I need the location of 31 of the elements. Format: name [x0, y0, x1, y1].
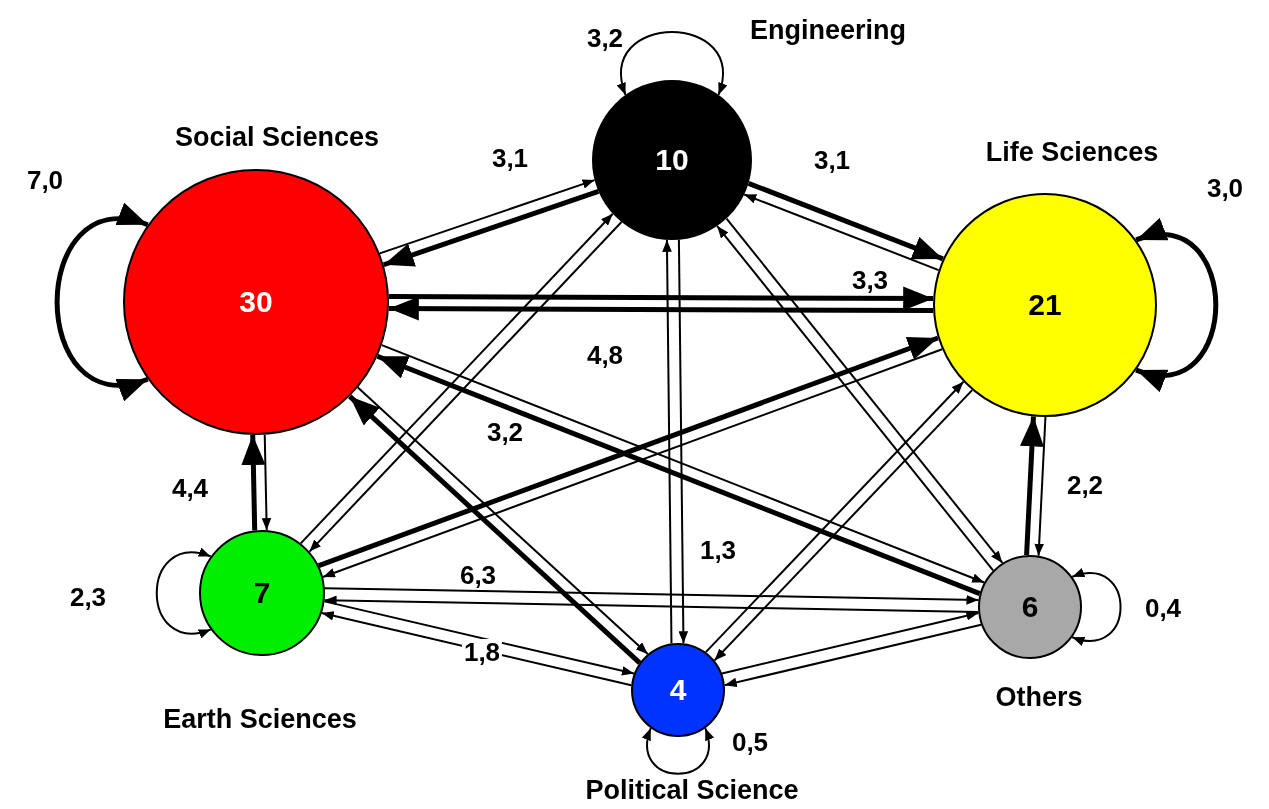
node-value: 30 — [239, 287, 273, 317]
arrow — [1034, 416, 1047, 557]
node-value: 6 — [1021, 592, 1039, 622]
self-loop-arrow — [1135, 221, 1219, 389]
arrow — [743, 193, 940, 272]
arrow — [241, 434, 266, 531]
arrow — [721, 611, 980, 675]
node-value: 4 — [669, 675, 687, 705]
self-loop-arrow — [155, 548, 212, 638]
node-label: Engineering — [750, 16, 906, 44]
arrow — [747, 180, 944, 262]
node-label: Earth Sciences — [163, 705, 357, 733]
self-loop-arrow — [54, 206, 149, 398]
node-label: Social Sciences — [174, 123, 380, 151]
node-label: Political Science — [585, 776, 799, 804]
arrow — [388, 286, 934, 311]
node-value: 10 — [655, 145, 689, 175]
arrow — [388, 296, 934, 321]
self-loop-arrow — [1071, 569, 1122, 645]
self-loop-arrow — [643, 727, 713, 775]
arrow — [261, 433, 272, 532]
node-value: 7 — [253, 578, 271, 608]
edge-label: 1,8 — [461, 639, 503, 665]
node-label: Life Sciences — [985, 138, 1159, 166]
arrow — [382, 189, 600, 268]
node-label: Others — [995, 683, 1083, 711]
arrow — [677, 238, 689, 645]
node-value: 21 — [1028, 290, 1062, 320]
arrow — [1020, 416, 1044, 556]
self-loop-arrow — [618, 31, 726, 96]
arrow — [662, 238, 673, 645]
